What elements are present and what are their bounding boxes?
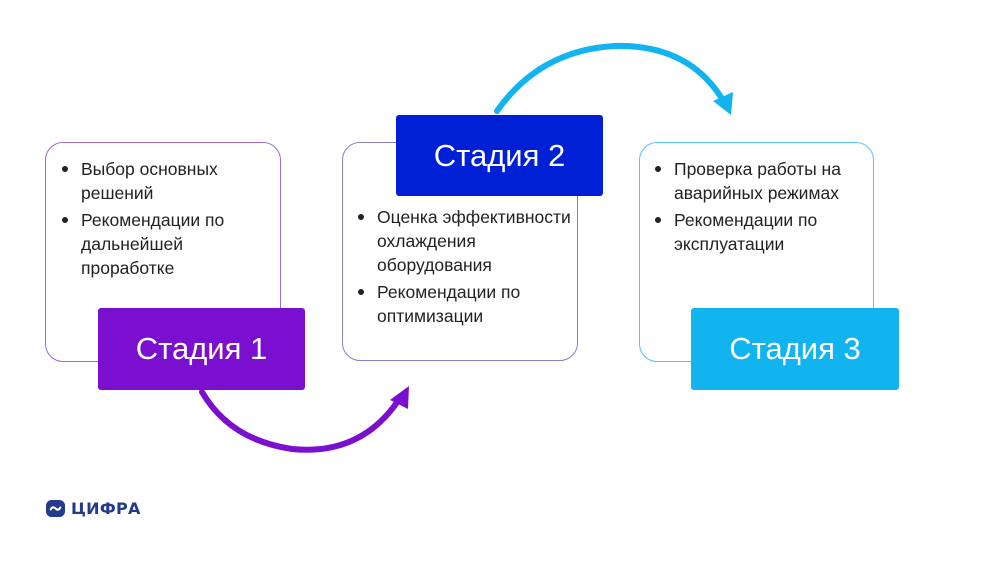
cifra-logo-icon bbox=[46, 499, 65, 517]
stage-3-label: Стадия 3 bbox=[691, 308, 899, 390]
bullet-item: Рекомендации по эксплуатации bbox=[653, 208, 868, 256]
company-logo: ЦИФРА bbox=[46, 497, 141, 519]
stage-1-bullets: Выбор основных решений Рекомендации по д… bbox=[60, 157, 270, 283]
curved-arrow-icon bbox=[199, 389, 403, 453]
bullet-item: Рекомендации по оптимизации bbox=[356, 280, 571, 328]
arrowhead-icon bbox=[390, 386, 409, 409]
bullet-item: Проверка работы на аварийных режимах bbox=[653, 157, 868, 205]
bullet-item: Выбор основных решений bbox=[60, 157, 270, 205]
bullet-item: Рекомендации по дальнейшей проработке bbox=[60, 208, 270, 280]
stage-1-label: Стадия 1 bbox=[98, 308, 305, 390]
stage-2-bullets: Оценка эффективности охлаждения оборудов… bbox=[356, 205, 571, 331]
curved-arrow-icon bbox=[494, 42, 727, 114]
stage-3-bullets: Проверка работы на аварийных режимах Рек… bbox=[653, 157, 868, 259]
stage-2-label: Стадия 2 bbox=[396, 115, 603, 196]
logo-text: ЦИФРА bbox=[71, 498, 141, 518]
arrowhead-icon bbox=[713, 92, 733, 115]
bullet-item: Оценка эффективности охлаждения оборудов… bbox=[356, 205, 571, 277]
